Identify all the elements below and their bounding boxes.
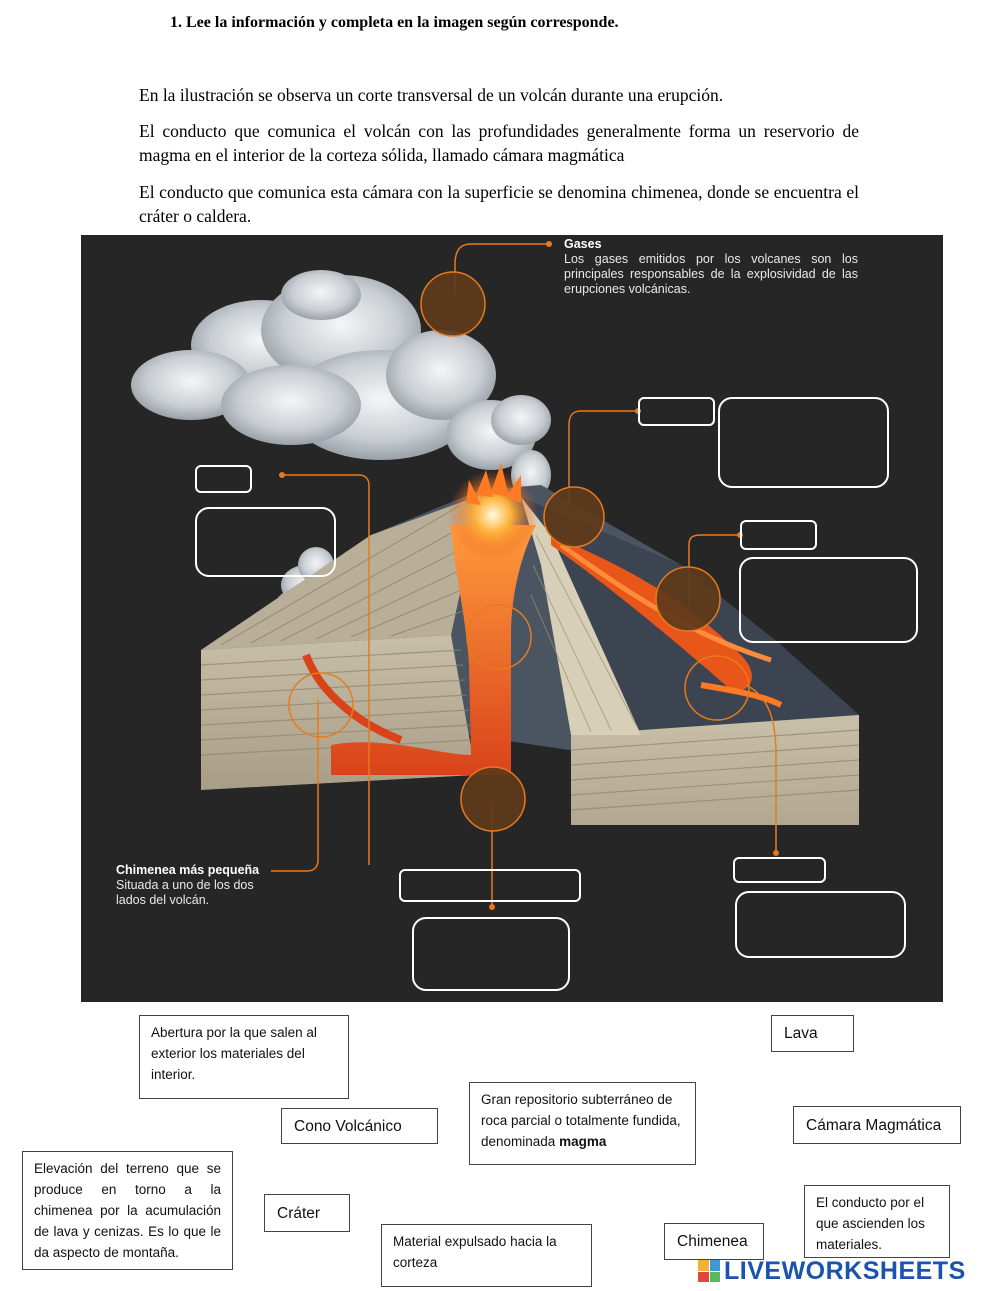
answer-slot-cone-name[interactable] <box>740 520 817 550</box>
volcano-drawing <box>131 241 860 910</box>
volcano-illustration: Gases Los gases emitidos por los volcane… <box>81 235 943 1002</box>
paragraph-3: El conducto que comunica esta cámara con… <box>139 182 859 226</box>
liveworksheets-cube-icon <box>698 1260 720 1282</box>
card-chimenea[interactable]: Chimenea <box>664 1223 764 1260</box>
target-cone <box>655 566 721 632</box>
answer-slot-gases-name[interactable] <box>638 397 715 426</box>
small-chimney-description: Situada a uno de los dos lados del volcá… <box>116 878 254 907</box>
gases-title: Gases <box>564 237 602 251</box>
card-cono-volcanico[interactable]: Cono Volcánico <box>281 1108 438 1144</box>
answer-slot-left-definition[interactable] <box>195 507 336 577</box>
card-gran-repositorio-bold: magma <box>559 1134 607 1149</box>
card-conducto[interactable]: El conducto por el que ascienden los mat… <box>804 1185 950 1258</box>
paragraph-1: En la ilustración se observa un corte tr… <box>139 85 724 105</box>
card-gran-repositorio[interactable]: Gran repositorio subterráneo de roca par… <box>469 1082 696 1165</box>
target-chimney <box>466 604 532 670</box>
card-abertura[interactable]: Abertura por la que salen al exterior lo… <box>139 1015 349 1099</box>
small-chimney-callout: Chimenea más pequeña Situada a uno de lo… <box>116 863 276 908</box>
card-crater[interactable]: Cráter <box>264 1194 350 1232</box>
card-material-expulsado[interactable]: Material expulsado hacia la corteza <box>381 1224 592 1287</box>
target-small-chimney <box>288 672 354 738</box>
gases-description: Los gases emitidos por los volcanes son … <box>564 252 858 296</box>
target-lava <box>684 655 750 721</box>
answer-slot-left-name[interactable] <box>195 465 252 493</box>
card-lava[interactable]: Lava <box>771 1015 854 1052</box>
small-chimney-title: Chimenea más pequeña <box>116 863 260 877</box>
answer-slot-lava-definition[interactable] <box>735 891 906 958</box>
answer-slot-chamber-definition[interactable] <box>412 917 570 991</box>
card-elevacion[interactable]: Elevación del terreno que se produce en … <box>22 1151 233 1270</box>
instruction-heading: 1. Lee la información y completa en la i… <box>170 14 619 31</box>
answer-slot-lava-name[interactable] <box>733 857 826 883</box>
ash-cloud <box>131 270 551 632</box>
target-chamber <box>460 766 526 832</box>
card-camara-magmatica[interactable]: Cámara Magmática <box>793 1106 961 1144</box>
paragraph-2: El conducto que comunica el volcán con l… <box>139 121 859 165</box>
liveworksheets-logo: LIVEWORKSHEETS <box>698 1257 966 1285</box>
answer-slot-chamber-name[interactable] <box>399 869 581 902</box>
target-gases <box>420 271 486 337</box>
card-gran-repositorio-text: Gran repositorio subterráneo de roca par… <box>481 1092 681 1149</box>
answer-slot-gases-definition[interactable] <box>718 397 889 488</box>
gases-callout: Gases Los gases emitidos por los volcane… <box>564 237 858 297</box>
target-crater <box>543 486 605 548</box>
answer-slot-cone-definition[interactable] <box>739 557 918 643</box>
liveworksheets-wordmark: LIVEWORKSHEETS <box>724 1256 966 1285</box>
